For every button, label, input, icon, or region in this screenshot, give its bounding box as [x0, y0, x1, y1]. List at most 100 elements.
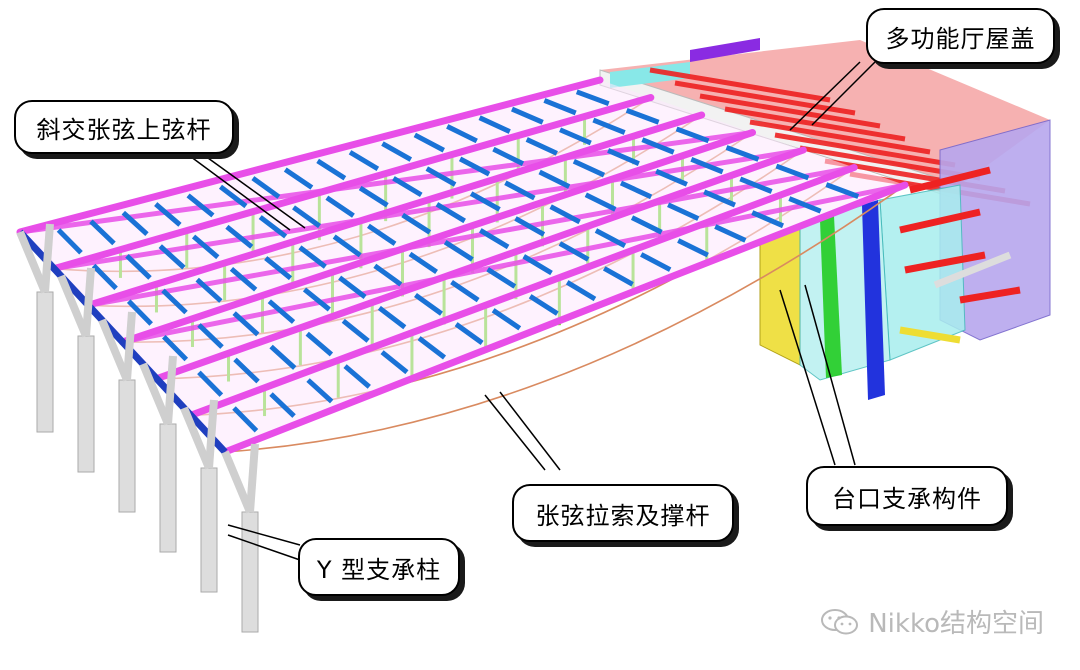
purlin	[435, 202, 466, 224]
callout-leaders	[174, 61, 876, 561]
skew-chord	[53, 147, 804, 272]
purlin	[641, 137, 675, 155]
y-branch	[221, 450, 254, 514]
side-member	[899, 208, 981, 234]
purlin	[316, 158, 347, 181]
purlin	[675, 126, 710, 144]
purlin	[338, 275, 367, 299]
purlin	[191, 234, 220, 260]
callout-top-chord: 斜交张弦上弦杆	[14, 100, 234, 154]
purlin	[454, 322, 484, 345]
roof-purlins	[56, 89, 860, 433]
purlin	[267, 299, 296, 324]
purlin	[381, 141, 413, 162]
purlin	[158, 244, 186, 270]
purlin	[232, 311, 260, 337]
purlin	[302, 287, 331, 312]
purlin	[264, 256, 293, 281]
purlin	[630, 215, 663, 235]
purlin	[510, 106, 544, 125]
purlin	[367, 223, 397, 246]
purlin	[458, 156, 491, 177]
purlin	[229, 266, 258, 292]
purlin	[640, 252, 672, 272]
hall-beam	[674, 80, 856, 116]
y-branch	[123, 311, 136, 381]
purlin	[56, 228, 83, 255]
purlin	[486, 267, 517, 289]
purlin	[332, 234, 362, 258]
hall-beam	[699, 93, 881, 129]
purlin	[126, 299, 153, 326]
y-branch	[139, 362, 172, 426]
side-member	[899, 326, 961, 344]
hall-beam	[774, 132, 956, 168]
side-member	[909, 166, 991, 194]
stage-support-members	[759, 119, 1051, 400]
purlin	[125, 254, 152, 280]
purlin	[258, 215, 288, 239]
purlin	[625, 108, 660, 125]
purlin	[514, 216, 546, 237]
purlin	[703, 189, 736, 208]
purlin	[373, 263, 403, 287]
watermark-text: Nikko结构空间	[868, 609, 1044, 639]
purlin	[348, 150, 380, 172]
top-chord	[119, 129, 756, 346]
purlin	[558, 241, 590, 262]
purlin	[232, 406, 259, 433]
purlin	[607, 148, 640, 166]
side-member	[904, 251, 986, 274]
purlin	[667, 202, 700, 221]
hall-beam	[724, 106, 906, 142]
callout-y-column: Y 型支承柱	[298, 538, 460, 596]
y-branch	[205, 399, 218, 469]
purlin	[292, 205, 321, 229]
purlin	[298, 245, 327, 269]
purlin	[714, 224, 747, 243]
purlin	[225, 224, 254, 249]
purlin	[725, 145, 760, 162]
purlin	[677, 238, 709, 258]
purlin	[197, 370, 224, 397]
purlin	[525, 137, 558, 156]
y-branch	[180, 406, 213, 470]
y-column	[118, 379, 136, 513]
purlin	[491, 308, 522, 331]
purlin	[408, 251, 438, 275]
purlin	[592, 117, 626, 135]
skew-chord	[19, 130, 753, 235]
top-chord	[221, 181, 909, 456]
purlin	[559, 127, 592, 146]
purlin	[392, 176, 423, 198]
y-branch	[57, 274, 90, 338]
purlin	[825, 182, 860, 199]
purlin	[619, 180, 653, 200]
purlin	[325, 195, 355, 218]
purlin	[528, 294, 559, 316]
purlin	[572, 158, 606, 178]
purlin	[522, 254, 553, 276]
purlin	[233, 357, 260, 384]
purlin	[161, 288, 188, 315]
purlin	[269, 344, 297, 370]
skew-chord	[122, 182, 906, 345]
purlin	[443, 240, 474, 262]
purlin	[417, 336, 447, 360]
purlin	[594, 228, 627, 249]
y-branch	[82, 267, 95, 337]
purlin	[751, 210, 785, 229]
purlin	[218, 184, 248, 209]
purlin	[91, 263, 118, 291]
purlin	[690, 156, 724, 175]
top-chord	[16, 76, 604, 236]
callout-y-column-text: Y 型支承柱	[316, 555, 442, 584]
callout-hall-roof: 多功能厅屋盖	[866, 8, 1055, 64]
purlin	[538, 169, 571, 189]
purlin	[195, 277, 223, 303]
y-branch	[16, 230, 49, 294]
cable	[224, 184, 906, 453]
purlin	[549, 204, 581, 225]
purlin	[492, 146, 525, 167]
